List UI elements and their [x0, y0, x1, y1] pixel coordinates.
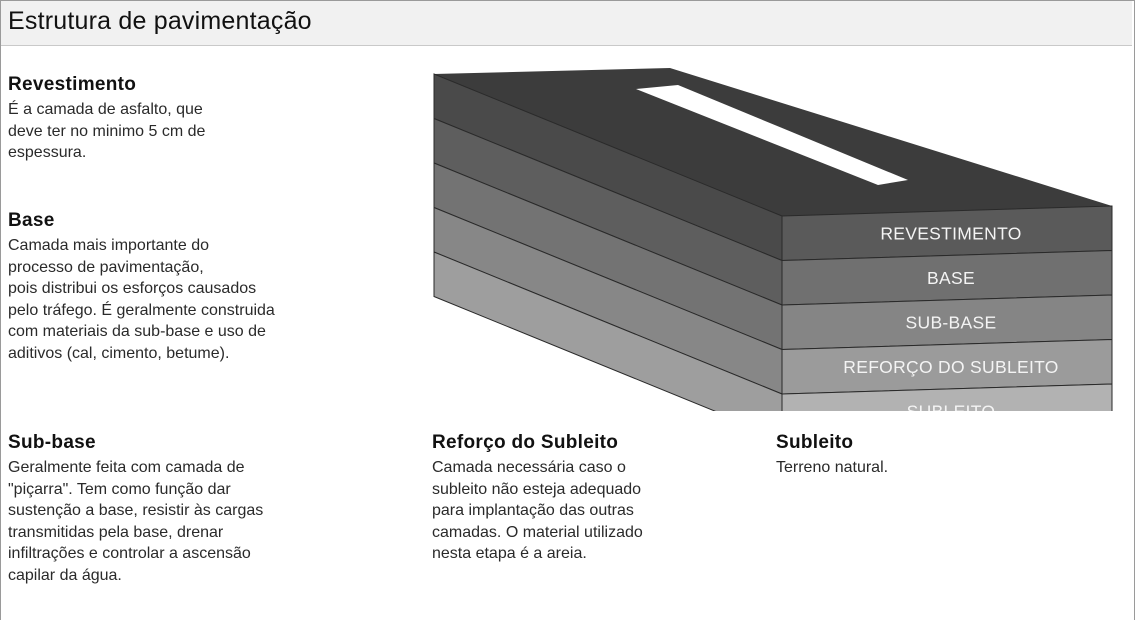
section-reforco-do-subleito: Reforço do Subleito Camada necessária ca… — [432, 432, 643, 565]
section-title: Revestimento — [8, 74, 137, 95]
section-description: Camada necessária caso o subleito não es… — [432, 459, 643, 562]
section-description: Camada mais importante do processo de pa… — [8, 237, 275, 362]
section-subleito: Subleito Terreno natural. — [776, 432, 888, 479]
section-revestimento: Revestimento É a camada de asfalto, que … — [8, 74, 205, 164]
page-title: Estrutura de pavimentação — [8, 7, 312, 35]
road-stripe — [636, 85, 908, 185]
section-description: Terreno natural. — [776, 459, 889, 476]
pavement-layers-diagram: REVESTIMENTO BASE SUB-BASE REFORÇO DO SUBLE… — [433, 68, 1113, 411]
layer-label: SUBLEITO — [907, 401, 996, 411]
section-sub-base: Sub-base Geralmente feita com camada de … — [8, 432, 263, 586]
section-title: Subleito — [776, 432, 854, 453]
section-title: Sub-base — [8, 432, 96, 453]
header-bar: Estrutura de pavimentação — [1, 1, 1132, 46]
layer-label: BASE — [927, 268, 975, 288]
layers-group: REVESTIMENTO BASE SUB-BASE REFORÇO DO SUBLE… — [433, 73, 1113, 411]
layer-label: REFORÇO DO SUBLEITO — [843, 357, 1058, 377]
section-description: Geralmente feita com camada de "piçarra"… — [8, 459, 264, 584]
section-title: Base — [8, 210, 55, 231]
layer-label: REVESTIMENTO — [880, 223, 1021, 243]
section-description: É a camada de asfalto, que deve ter no m… — [8, 101, 206, 161]
layer-label: SUB-BASE — [906, 312, 997, 332]
section-base: Base Camada mais importante do processo … — [8, 210, 275, 364]
layer-front-face — [781, 383, 1113, 411]
layer-side-face — [433, 251, 783, 411]
section-title: Reforço do Subleito — [432, 432, 619, 453]
